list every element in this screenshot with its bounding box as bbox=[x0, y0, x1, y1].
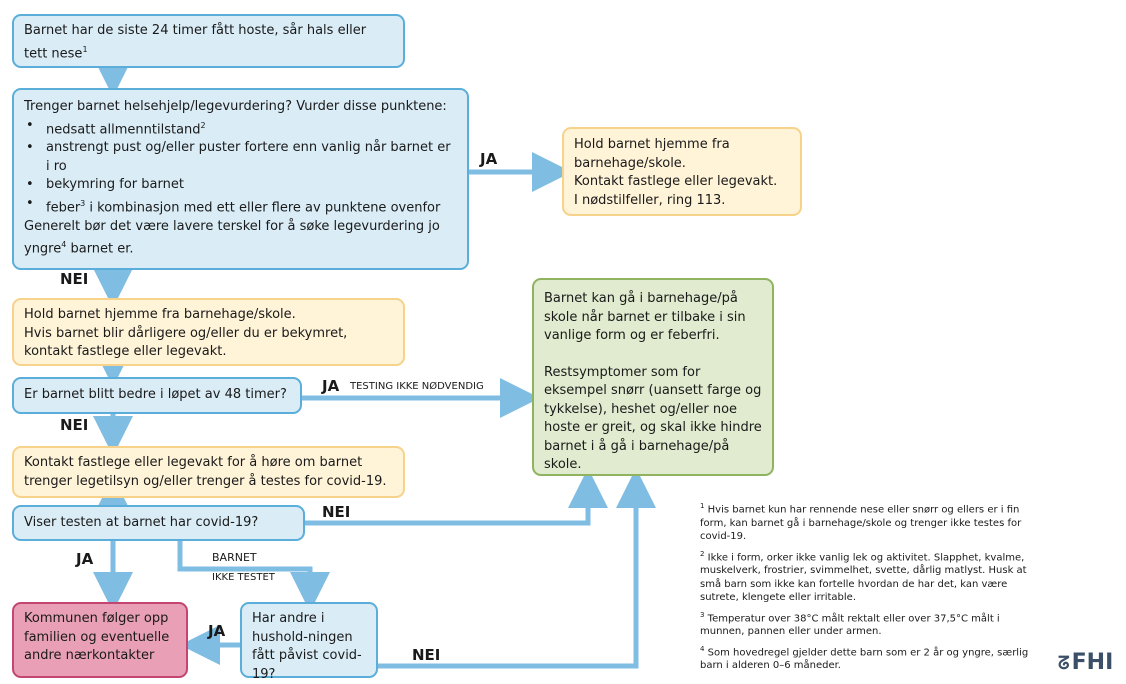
footnote-text: Ikke i form, orker ikke vanlig lek og ak… bbox=[700, 551, 1027, 604]
municipality-text: Kommunen følger opp familien og eventuel… bbox=[24, 611, 170, 663]
footnote-number: 1 bbox=[700, 502, 705, 510]
stay-home-box: Hold barnet hjemme fra barnehage/skole. … bbox=[12, 298, 405, 366]
stay-home-text-3: kontakt fastlege eller legevakt. bbox=[24, 344, 227, 359]
test-result-box: Viser testen at barnet har covid-19? bbox=[12, 505, 305, 541]
bullet-text: nedsatt allmenntilstand bbox=[46, 121, 201, 137]
list-item: anstrengt pust og/eller puster fortere e… bbox=[24, 139, 457, 176]
list-item: bekymring for barnet bbox=[24, 176, 457, 195]
footer-text-end: barnet er. bbox=[66, 241, 134, 257]
contact-doctor-box: Kontakt fastlege eller legevakt for å hø… bbox=[12, 446, 405, 498]
stay-home-text-1: Hold barnet hjemme fra barnehage/skole. bbox=[24, 307, 296, 322]
footnote-text: Hvis barnet kun har rennende nese eller … bbox=[700, 504, 1022, 543]
test-result-text: Viser testen at barnet har covid-19? bbox=[24, 515, 259, 530]
better-48h-box: Er barnet blitt bedre i løpet av 48 time… bbox=[12, 377, 302, 414]
arrow-household-nei-to-green bbox=[378, 468, 656, 669]
label-testing-not-needed: TESTING IKKE NØDVENDIG bbox=[350, 381, 484, 392]
assessment-footer: Generelt bør det være lavere terskel for… bbox=[24, 218, 457, 259]
footnote-number: 4 bbox=[700, 644, 705, 653]
label-nei-household: NEI bbox=[412, 646, 441, 664]
footnote-4: 4 Som hovedregel gjelder dette barn som … bbox=[700, 643, 1036, 673]
residual-symptoms-text: Restsymptomer som for eksempel snørr (ua… bbox=[544, 364, 762, 473]
contact-doctor-text: Kontakt fastlege eller legevakt for å hø… bbox=[24, 455, 387, 489]
return-text: Barnet kan gå i barnehage/på skole når b… bbox=[544, 291, 746, 343]
assessment-heading: Trenger barnet helsehjelp/legevurdering?… bbox=[24, 99, 447, 114]
bullet-text: feber bbox=[46, 200, 81, 216]
label-child-not-tested-1: BARNET bbox=[212, 551, 257, 564]
label-child-not-tested-2: IKKE TESTET bbox=[212, 572, 275, 583]
better-48h-text: Er barnet blitt bedre i løpet av 48 time… bbox=[24, 387, 287, 402]
household-text: Har andre i hushold-ningen fått påvist c… bbox=[252, 611, 362, 682]
label-ja-48h: JA bbox=[322, 377, 340, 395]
arrow-test-nei-to-green bbox=[305, 468, 608, 526]
footnote-3: 3 Temperatur over 38°C målt rektalt elle… bbox=[700, 609, 1036, 639]
label-nei-assessment: NEI bbox=[60, 270, 89, 288]
footer-text: Generelt bør det være lavere terskel for… bbox=[24, 218, 440, 257]
fhi-logo: ᘔFHI bbox=[1058, 650, 1113, 675]
stay-home-call-box: Hold barnet hjemme fra barnehage/skole. … bbox=[562, 127, 802, 216]
start-box: Barnet har de siste 24 timer fått hoste,… bbox=[12, 14, 405, 68]
fhi-logo-icon: ᘔ bbox=[1058, 653, 1070, 674]
stay-home-line-2: Kontakt fastlege eller legevakt. bbox=[574, 174, 778, 189]
bullet-text: anstrengt pust og/eller puster fortere e… bbox=[46, 140, 451, 174]
footnote-ref-1: 1 bbox=[82, 44, 88, 54]
arrow-not-tested-to-household bbox=[177, 540, 330, 612]
bullet-text: bekymring for barnet bbox=[46, 177, 184, 193]
stay-home-line-1: Hold barnet hjemme fra barnehage/skole. bbox=[574, 137, 730, 171]
label-nei-48h: NEI bbox=[60, 416, 89, 434]
fhi-logo-text: FHI bbox=[1071, 650, 1114, 675]
footnote-ref-2: 2 bbox=[200, 120, 206, 130]
assessment-list: nedsatt allmenntilstand2 anstrengt pust … bbox=[24, 117, 457, 218]
municipality-box: Kommunen følger opp familien og eventuel… bbox=[12, 602, 188, 678]
assessment-box: Trenger barnet helsehjelp/legevurdering?… bbox=[12, 88, 469, 270]
label-ja-household: JA bbox=[208, 622, 226, 640]
footnote-number: 2 bbox=[700, 549, 705, 558]
label-nei-test: NEI bbox=[322, 503, 351, 521]
footnote-ref-3: 3 bbox=[80, 198, 86, 208]
stay-home-text-2: Hvis barnet blir dårligere og/eller du e… bbox=[24, 325, 348, 341]
footnote-number: 3 bbox=[700, 610, 705, 619]
label-ja-test: JA bbox=[76, 550, 94, 568]
list-item: nedsatt allmenntilstand2 bbox=[24, 117, 457, 140]
footnote-text: Som hovedregel gjelder dette barn som er… bbox=[700, 646, 1029, 672]
footnotes: 1 Hvis barnet kun har rennende nese elle… bbox=[700, 500, 1036, 677]
household-box: Har andre i hushold-ningen fått påvist c… bbox=[240, 602, 378, 682]
footnote-2: 2 Ikke i form, orker ikke vanlig lek og … bbox=[700, 548, 1036, 605]
footnote-text: Temperatur over 38°C målt rektalt eller … bbox=[700, 612, 1000, 638]
bullet-text-rest: i kombinasjon med ett eller flere av pun… bbox=[85, 200, 441, 216]
return-to-school-box: Barnet kan gå i barnehage/på skole når b… bbox=[532, 278, 774, 476]
list-item: feber3 i kombinasjon med ett eller flere… bbox=[24, 195, 457, 218]
start-text: Barnet har de siste 24 timer fått hoste,… bbox=[24, 23, 367, 61]
label-ja-assessment: JA bbox=[480, 150, 498, 168]
footnote-1: 1 Hvis barnet kun har rennende nese elle… bbox=[700, 500, 1036, 544]
stay-home-line-3: I nødstilfeller, ring 113. bbox=[574, 192, 726, 208]
footnote-ref-4: 4 bbox=[61, 240, 67, 250]
